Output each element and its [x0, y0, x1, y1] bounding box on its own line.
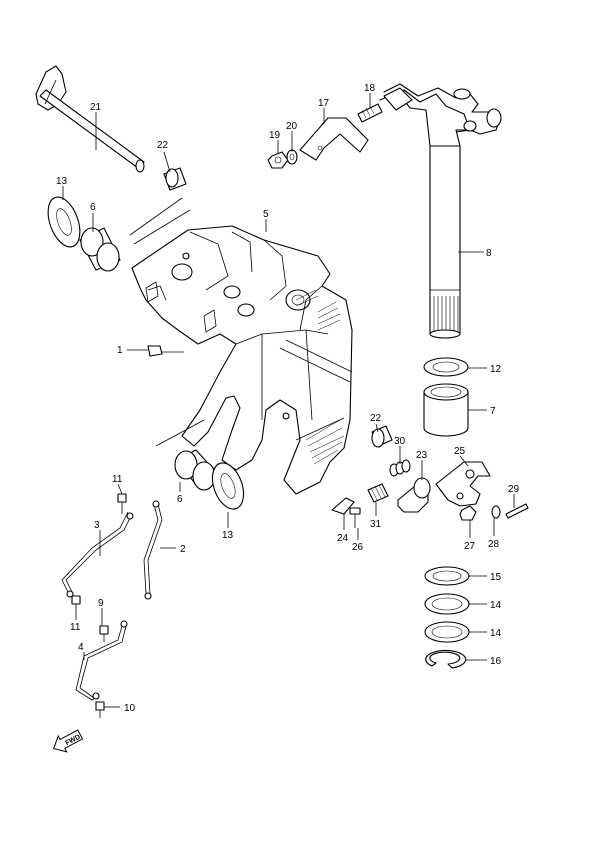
part-29-cotter-pin [505, 503, 529, 519]
callout-11-top: 11 [112, 474, 123, 485]
part-11-bolt-lower [71, 595, 81, 614]
part-22-bushing-lower [371, 425, 393, 448]
part-20-washer [286, 149, 298, 165]
part-6-bushing-top [79, 227, 121, 272]
callout-10: 10 [124, 703, 136, 714]
callout-2: 2 [180, 544, 186, 555]
part-18-bolt [357, 103, 383, 123]
part-27-nut [459, 505, 477, 521]
part-17-bracket [299, 117, 369, 161]
leader-lines [62, 93, 515, 708]
callout-11-lower: 11 [70, 622, 81, 633]
part-28-washer [491, 505, 501, 519]
part-26-screw [349, 507, 361, 528]
callout-22-top: 22 [157, 140, 169, 151]
callout-12: 12 [490, 364, 502, 375]
part-2-wire [143, 500, 163, 600]
part-1-grease-nipple [147, 345, 184, 357]
callout-7: 7 [490, 406, 496, 417]
callout-19: 19 [269, 130, 281, 141]
part-13-washer-lower [211, 462, 245, 510]
callout-8: 8 [486, 248, 492, 259]
part-6-bushing-lower [174, 449, 216, 491]
callout-9: 9 [98, 598, 104, 609]
callout-5: 5 [263, 209, 269, 220]
part-8-steering-shaft [379, 83, 502, 339]
part-19-nut [267, 151, 289, 169]
callout-13-top: 13 [56, 176, 68, 187]
part-10-bolt [95, 701, 105, 718]
callout-6-top: 6 [90, 202, 96, 213]
part-13-washer-top [47, 196, 81, 248]
part-22-bushing-top [163, 167, 187, 191]
forward-arrow-icon: FWD [52, 729, 84, 753]
part-7-bushing [423, 383, 469, 437]
callout-4: 4 [78, 642, 84, 653]
part-30-spring [389, 459, 411, 477]
part-5-swivel-bracket [131, 225, 353, 495]
part-25-tilt-lock [435, 461, 491, 507]
callout-16: 16 [490, 656, 502, 667]
part-23-lock-lever [397, 477, 431, 513]
part-31-pin [367, 483, 389, 503]
callout-6-lower: 6 [177, 494, 183, 505]
callout-14-b: 14 [490, 628, 502, 639]
part-15-washer [424, 566, 470, 586]
callout-23: 23 [416, 450, 428, 461]
part-14-washer-a [424, 593, 470, 615]
part-21-shaft [35, 65, 145, 173]
callout-22-lower: 22 [370, 413, 382, 424]
part-12-washer [423, 357, 469, 377]
callout-20: 20 [286, 121, 298, 132]
part-24-clip [331, 497, 355, 515]
part-9-bolt [99, 625, 109, 642]
callout-30: 30 [394, 436, 406, 447]
callout-17: 17 [318, 98, 330, 109]
callout-labels: 21 22 13 6 5 1 19 20 17 18 8 12 7 22 30 … [56, 83, 520, 714]
callout-26: 26 [352, 542, 364, 553]
callout-21: 21 [90, 102, 102, 113]
callout-13-lower: 13 [222, 530, 234, 541]
callout-15: 15 [490, 572, 502, 583]
callout-3: 3 [94, 520, 100, 531]
callout-14-a: 14 [490, 600, 502, 611]
callout-27: 27 [464, 541, 476, 552]
part-16-snap-ring [425, 649, 467, 669]
callout-31: 31 [370, 519, 382, 530]
part-4-wire [75, 620, 128, 701]
callout-25: 25 [454, 446, 466, 457]
callout-29: 29 [508, 484, 520, 495]
callout-28: 28 [488, 539, 500, 550]
callout-18: 18 [364, 83, 376, 94]
part-14-washer-b [424, 621, 470, 643]
callout-1: 1 [117, 345, 123, 356]
callout-24: 24 [337, 533, 349, 544]
part-3-wire [61, 493, 134, 598]
